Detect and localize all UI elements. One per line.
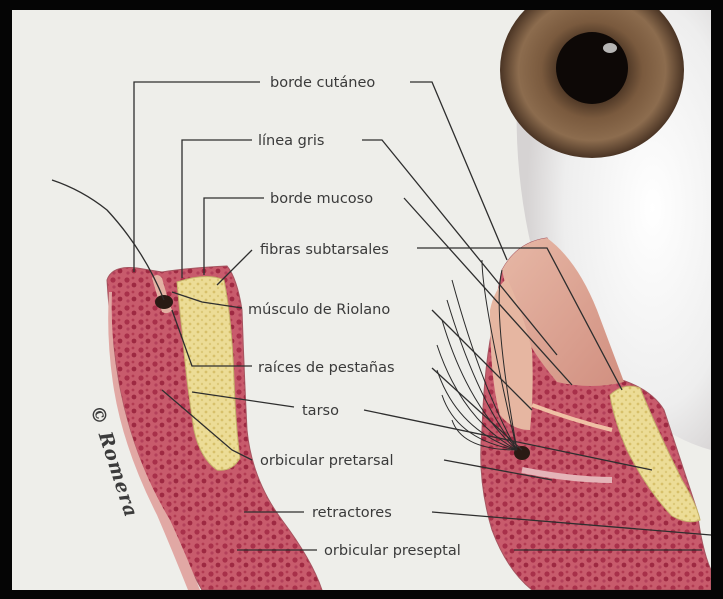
diagram-canvas: borde cutáneo línea gris borde mucoso fi…: [12, 10, 711, 590]
label-orbicular-preseptal: orbicular preseptal: [324, 543, 461, 559]
label-borde-cutaneo: borde cutáneo: [270, 75, 375, 91]
label-tarso: tarso: [302, 403, 339, 419]
label-fibras-subtarsales: fibras subtarsales: [260, 242, 389, 258]
label-raices-pestanas: raíces de pestañas: [258, 360, 395, 376]
label-orbicular-pretarsal: orbicular pretarsal: [260, 453, 393, 469]
label-retractores: retractores: [312, 505, 392, 521]
label-linea-gris: línea gris: [258, 133, 324, 149]
label-borde-mucoso: borde mucoso: [270, 191, 373, 207]
labels: borde cutáneo línea gris borde mucoso fi…: [248, 75, 461, 559]
label-musculo-riolano: músculo de Riolano: [248, 302, 390, 318]
eyelid-anatomy-illustration: borde cutáneo línea gris borde mucoso fi…: [12, 10, 711, 590]
